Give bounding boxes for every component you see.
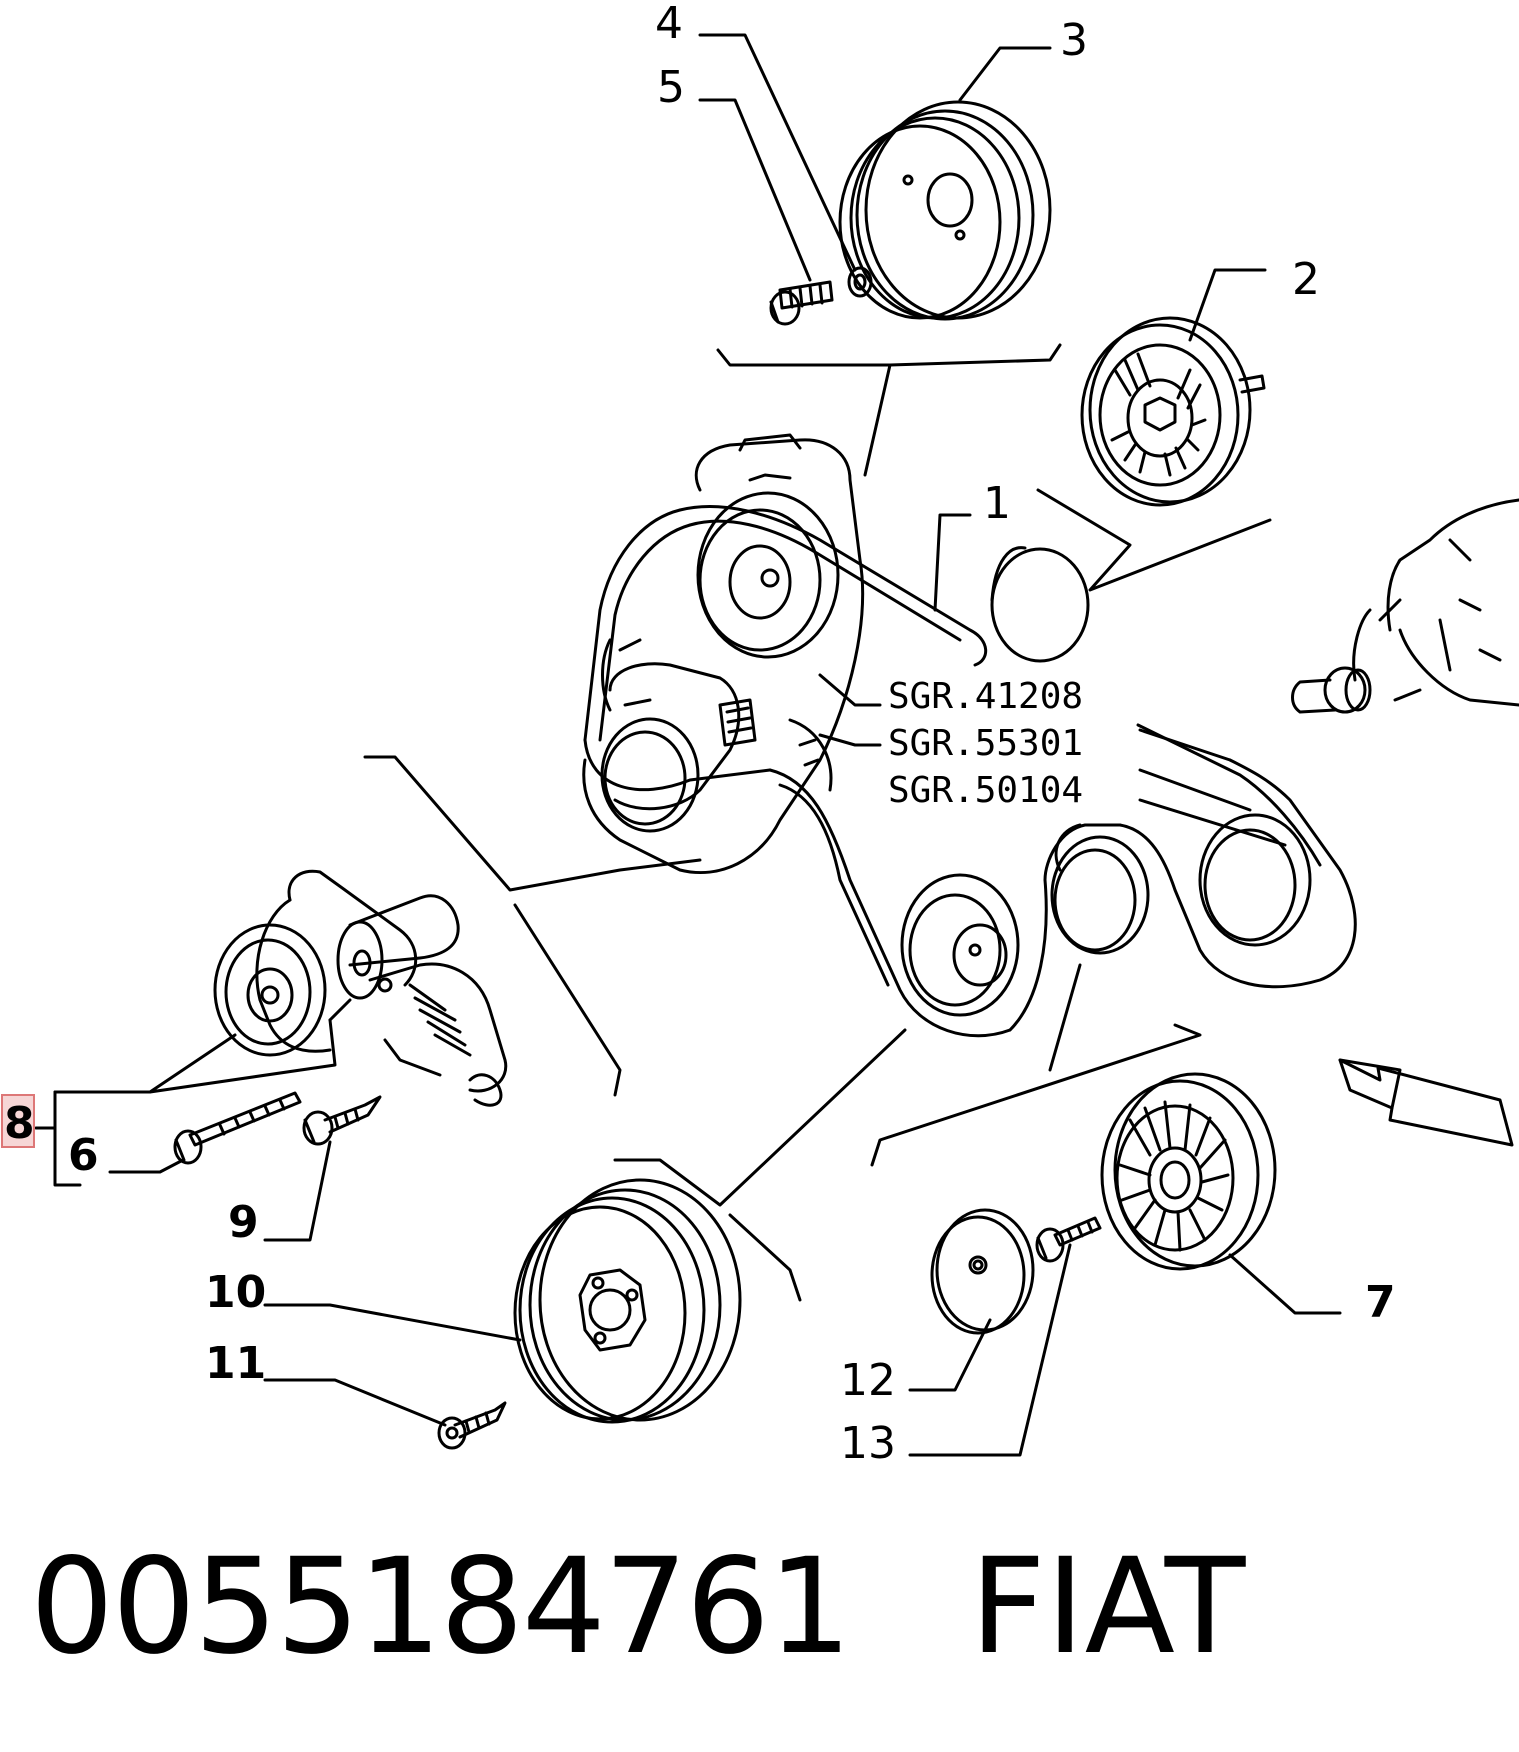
tensioner-assembly-part-8 <box>213 869 508 1107</box>
part-number: 0055184761 <box>30 1530 852 1684</box>
screw-part-5 <box>769 280 834 326</box>
callout-11: 11 <box>205 1338 266 1389</box>
sgr-reference-2: SGR.55301 <box>888 723 1083 764</box>
callout-12: 12 <box>840 1355 896 1406</box>
callout-4: 4 <box>655 0 683 49</box>
callout-5: 5 <box>657 62 685 113</box>
sgr-reference-1: SGR.41208 <box>888 676 1083 717</box>
belt-tension-roller <box>990 546 1090 663</box>
engine-block <box>582 433 865 875</box>
idler-pulley-part-7 <box>1100 1072 1277 1271</box>
alternator-assembly <box>1291 498 1519 714</box>
callout-8-highlight <box>1 1094 35 1148</box>
callout-8: 8 <box>4 1098 35 1149</box>
crank-pulley-part-10 <box>513 1178 742 1424</box>
pulley-center-lower <box>900 873 1020 1017</box>
bolt-part-13 <box>1035 1216 1102 1263</box>
callout-2: 2 <box>1292 254 1320 305</box>
cap-part-12 <box>930 1208 1035 1335</box>
sgr-reference-3: SGR.50104 <box>888 770 1083 811</box>
bolt-part-11 <box>437 1401 507 1450</box>
callout-13: 13 <box>840 1418 896 1469</box>
idler-pulley-part-2 <box>1080 316 1266 507</box>
screw-part-9 <box>302 1095 382 1146</box>
callout-10: 10 <box>205 1267 266 1318</box>
pulley-right-large <box>1198 813 1312 947</box>
callout-3: 3 <box>1060 15 1088 66</box>
callout-9: 9 <box>228 1197 259 1248</box>
pulley-part-3 <box>838 100 1052 321</box>
leader-lines <box>34 33 1342 1457</box>
callout-7: 7 <box>1365 1277 1396 1328</box>
washer-part-4 <box>847 266 873 298</box>
belt-drive-exploded-diagram: 1 2 3 4 5 6 7 8 9 10 11 12 13 SGR.41208 … <box>1 0 1519 1469</box>
callout-1: 1 <box>983 478 1011 529</box>
pulley-idler-middle <box>1050 823 1150 955</box>
direction-arrow-icon <box>1338 1058 1514 1147</box>
callout-6: 6 <box>68 1130 99 1181</box>
footer: 0055184761 FIAT <box>30 1530 1490 1700</box>
brand-name: FIAT <box>969 1530 1246 1684</box>
bolt-part-6 <box>173 1091 302 1165</box>
multi-v-belt-part-1 <box>583 505 1357 1038</box>
